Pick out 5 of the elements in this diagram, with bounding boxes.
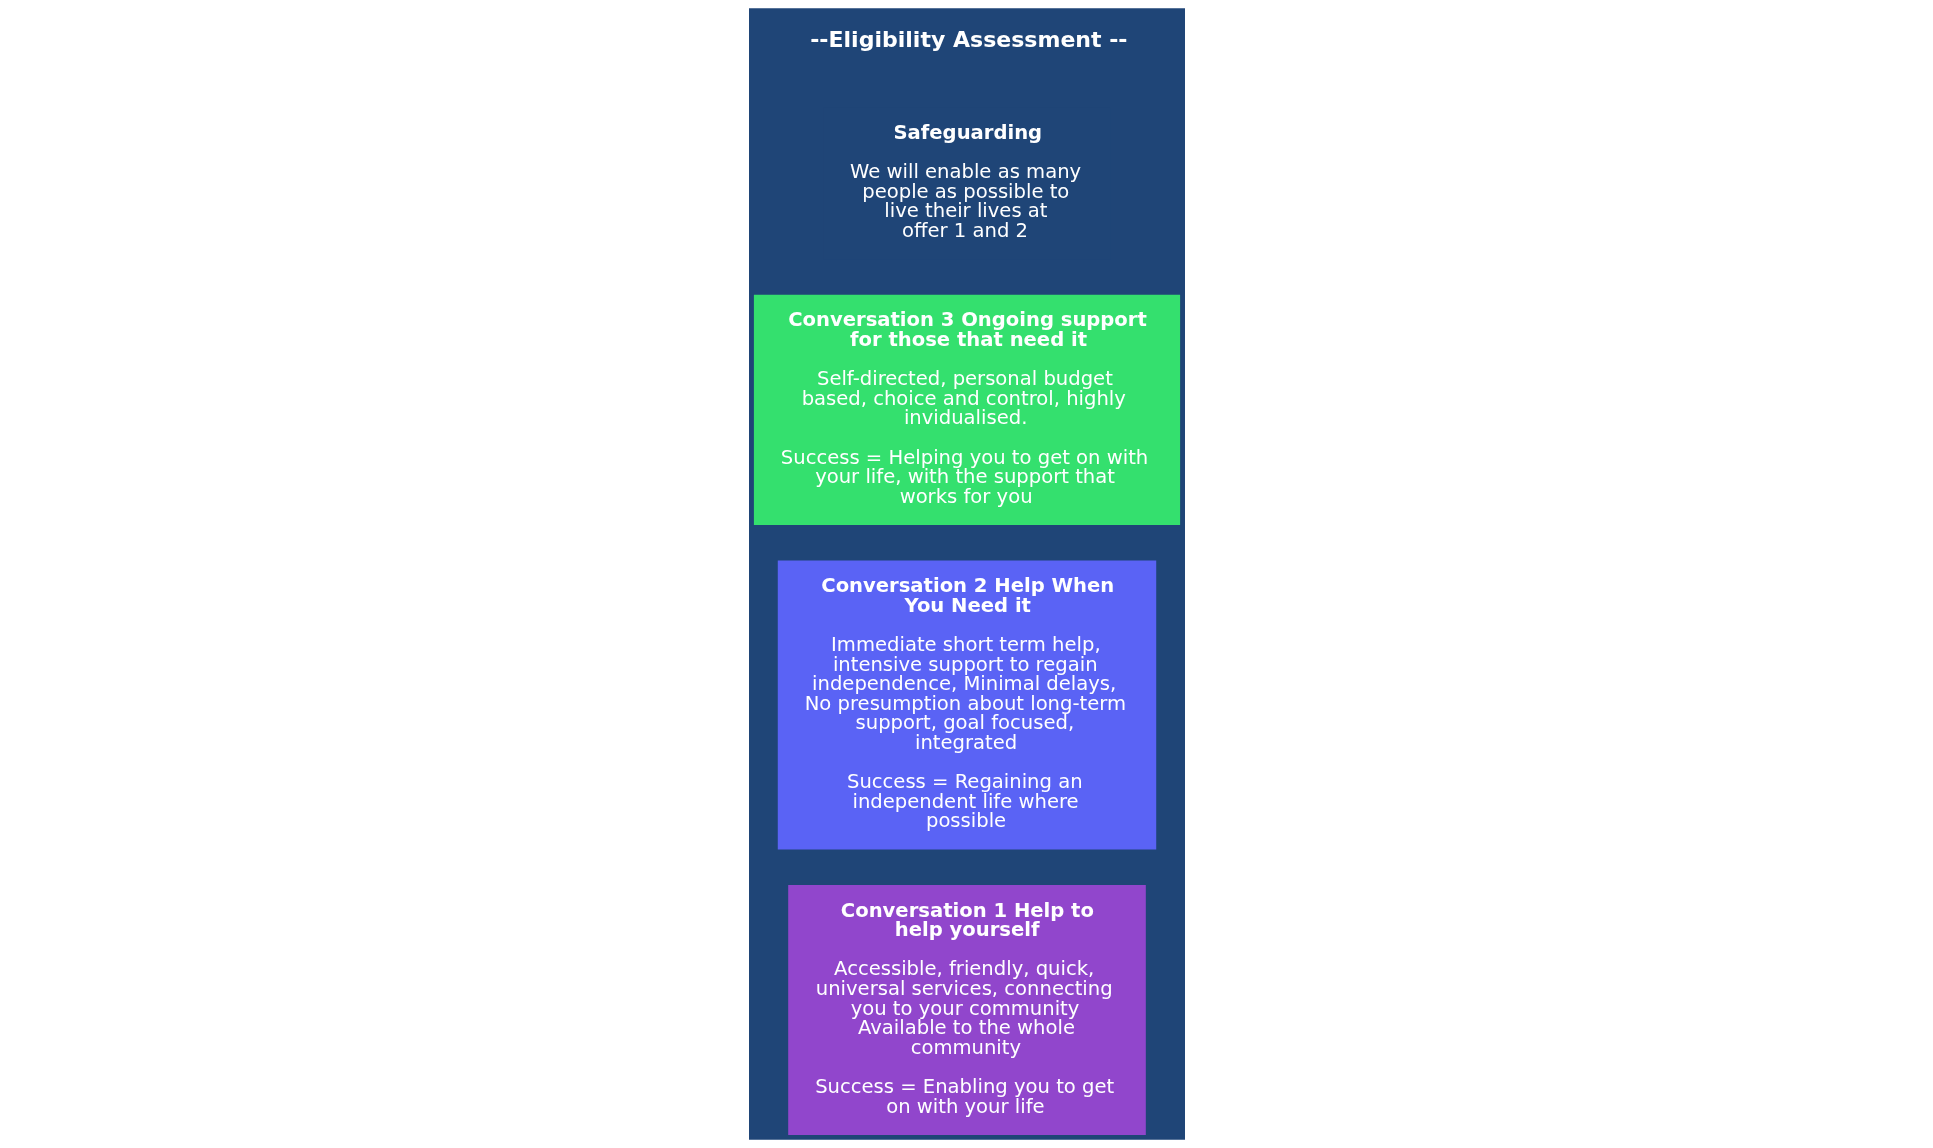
node-box: Conversation 1 Help to help yourself Accessible, friendly, quick, universal services, connecting you to your community Available to the whole community Success = Enabling you to get on with your life xyxy=(787,885,1146,1135)
node-text: Safeguarding We will enable as many people as possible to live their lives at offer 1 and 2 xyxy=(849,120,1081,242)
label: --Eligibility Assessment -- xyxy=(809,26,1128,52)
node-box: Conversation 3 Ongoing support for those that need it Self-directed, personal budget based, choice and control, highly invidualised. Success = Helping you to get on with your life, with the support that works for you xyxy=(753,294,1180,525)
node-box: Conversation 2 Help When You Need it Immediate short term help, intensive support to regain independence, Minimal delays, No presumption about long-term support, goal focused, integrated Success = Regaining an independent life where possible xyxy=(777,560,1156,850)
